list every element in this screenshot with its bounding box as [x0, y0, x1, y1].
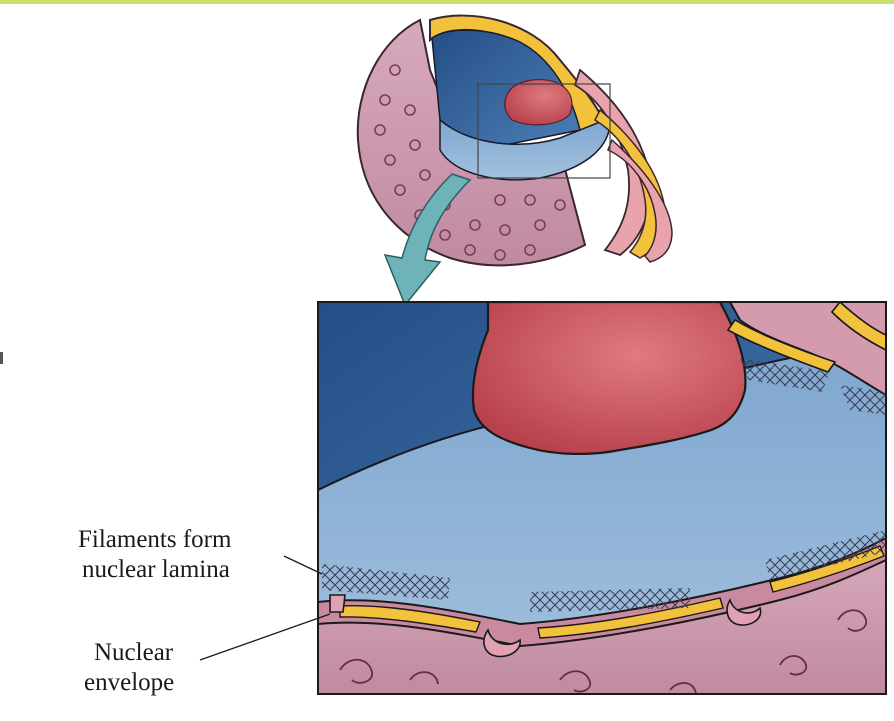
- envelope-label-line1: Nuclear: [94, 640, 173, 666]
- zoomed-nucleus-detail: [318, 302, 886, 694]
- nucleolus: [473, 302, 745, 454]
- cutaway-nucleolus: [505, 80, 572, 125]
- filaments-leader-line: [284, 556, 322, 574]
- edge-mark: [0, 352, 3, 364]
- envelope-leader-line: [200, 614, 330, 660]
- envelope-label-line2: envelope: [84, 670, 174, 696]
- filaments-label-line1: Filaments form: [78, 527, 231, 553]
- filaments-label-line2: nuclear lamina: [82, 557, 230, 583]
- cell-nucleus-cutaway: [358, 16, 672, 266]
